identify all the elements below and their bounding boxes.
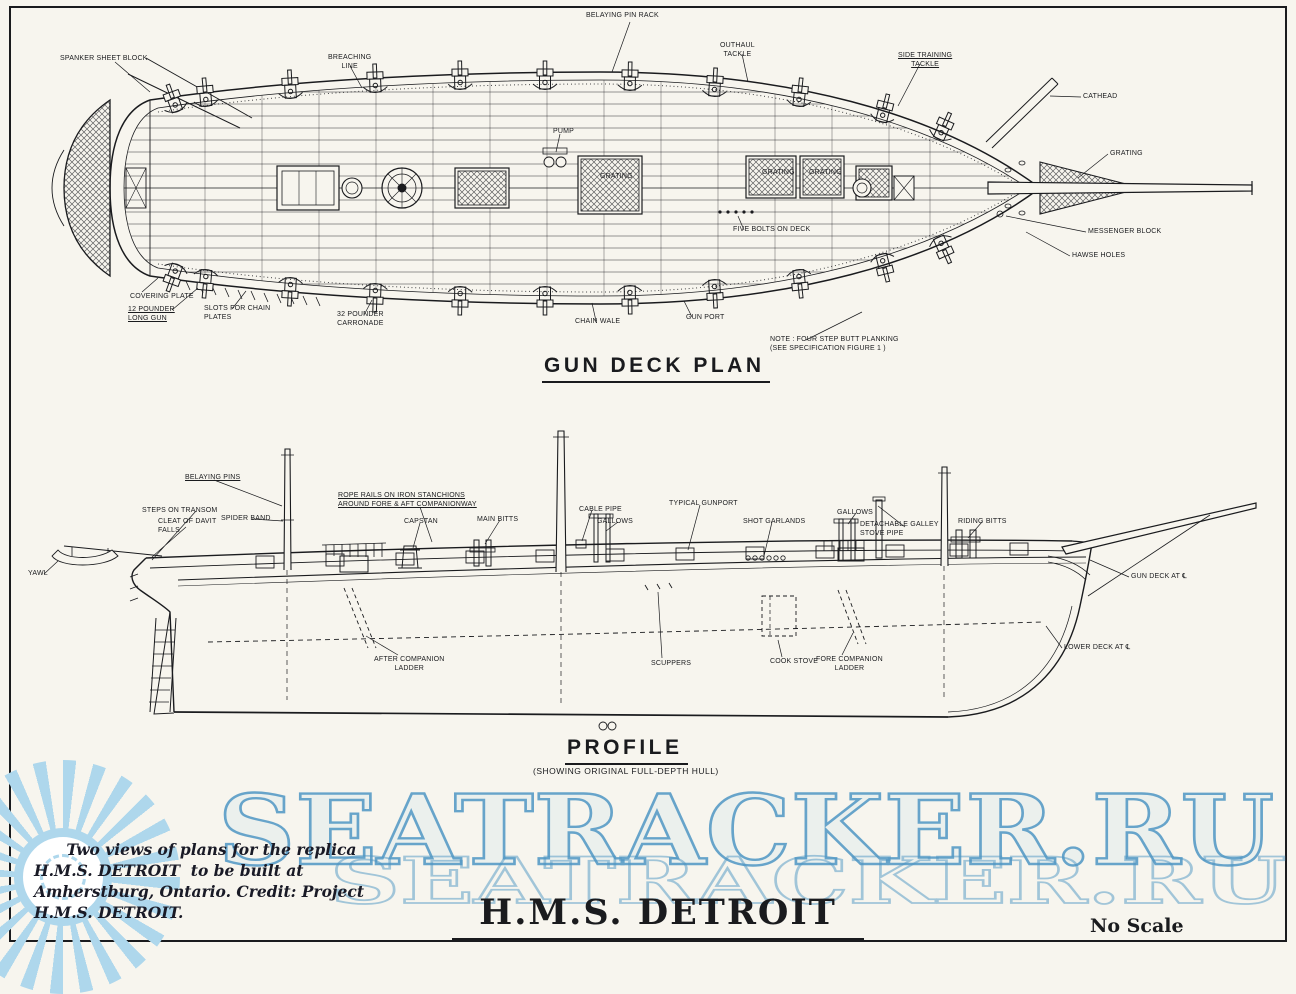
ship-plans-drawing <box>43 21 1257 731</box>
gun-deck-plan-title: GUN DECK PLAN <box>542 354 770 383</box>
profile-title: PROFILE <box>565 736 688 765</box>
profile-group <box>43 430 1257 731</box>
profile-subtitle: (SHOWING ORIGINAL FULL-DEPTH HULL) <box>533 766 719 776</box>
sheet-border <box>9 6 1287 942</box>
gun-deck-plan-group <box>51 21 1253 341</box>
